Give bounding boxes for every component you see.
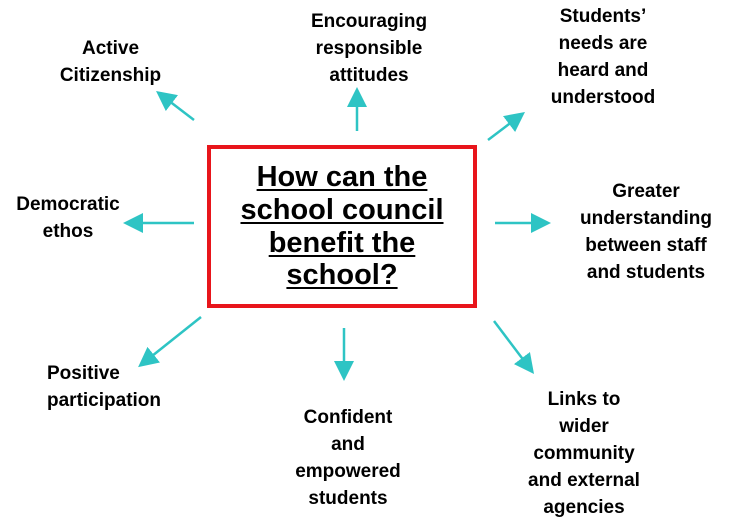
arrow-positive-participation — [138, 316, 202, 368]
arrow-wider-community — [493, 320, 535, 374]
benefit-wider-community: Links to wider community and external ag… — [528, 389, 640, 518]
benefit-positive-participation: Positive participation — [47, 363, 162, 411]
benefit-active-citizenship: Active Citizenship — [59, 38, 162, 86]
benefit-greater-understanding: Greater understanding between staff and … — [580, 181, 712, 283]
benefit-confident-students: Confident and empowered students — [295, 407, 401, 509]
arrow-students-needs — [487, 111, 525, 141]
central-question-box: How can the school council benefit the s… — [207, 145, 477, 308]
arrow-active-citizenship — [156, 90, 195, 121]
benefit-students-needs: Students’ needs are heard and understood — [550, 6, 656, 108]
central-question: How can the school council benefit the s… — [240, 160, 444, 292]
benefit-democratic-ethos: Democratic ethos — [16, 194, 120, 242]
benefit-responsible-attitudes: Encouraging responsible attitudes — [310, 11, 428, 86]
